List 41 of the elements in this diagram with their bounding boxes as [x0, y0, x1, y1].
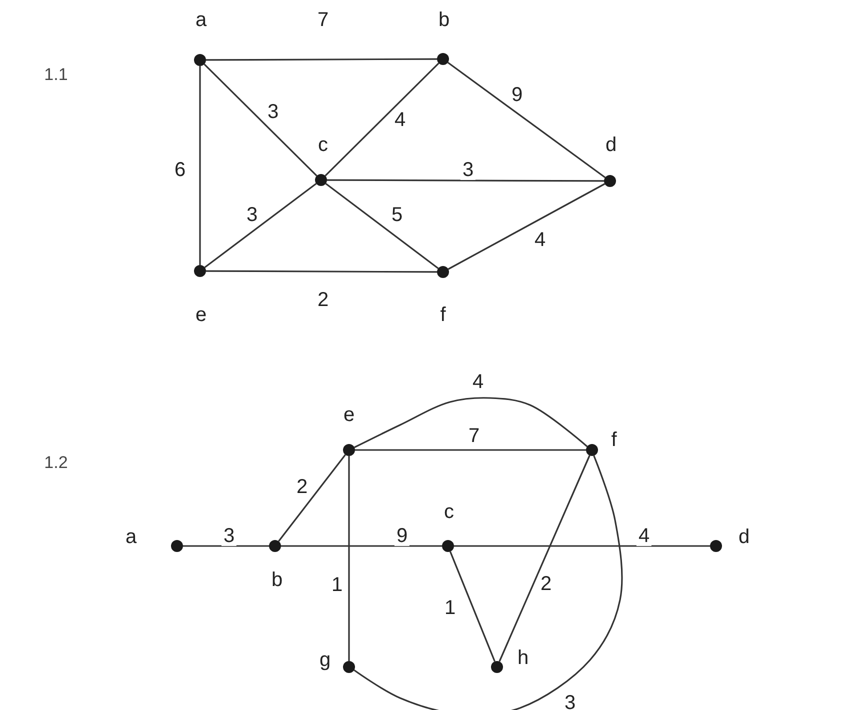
graph-edge	[204, 64, 318, 176]
vertex-label: c	[444, 502, 454, 522]
edge-label: 3	[562, 693, 578, 710]
edge-label: 4	[636, 526, 652, 546]
vertex-label: a	[125, 527, 137, 547]
graph-edge	[454, 545, 710, 547]
graph-edge	[281, 545, 442, 547]
graph-edge	[324, 62, 440, 176]
graph-edge	[206, 270, 437, 273]
graph-edge	[183, 545, 269, 547]
vertex-label: b	[438, 10, 450, 30]
vertex-label: g	[319, 650, 331, 670]
vertex-label: d	[605, 135, 617, 155]
graph-edge	[199, 66, 201, 265]
graph-edge	[355, 449, 586, 451]
edge-label: 3	[460, 160, 476, 180]
vertex-label: e	[343, 405, 355, 425]
graph-edge	[278, 454, 346, 542]
section-number: 1.2	[44, 453, 68, 473]
graph-edge	[327, 179, 604, 182]
graph-edge	[450, 551, 496, 662]
vertex-label: b	[271, 570, 283, 590]
graph-edge	[354, 455, 623, 710]
graph-edge	[354, 397, 588, 448]
vertex-label: f	[440, 305, 446, 325]
graph-edge	[498, 455, 590, 662]
section-number: 1.1	[44, 65, 68, 85]
edge-label: 3	[221, 526, 237, 546]
graph-edge	[348, 456, 350, 661]
vertex-label: f	[611, 430, 617, 450]
graph-edge	[325, 182, 439, 270]
vertex-label: c	[318, 135, 328, 155]
vertex-label: a	[195, 10, 207, 30]
graph-edge	[204, 182, 317, 268]
graph-edge	[447, 62, 606, 178]
vertex-label: e	[195, 305, 207, 325]
vertex-label: d	[738, 527, 750, 547]
vertex-label: h	[517, 648, 529, 668]
edge-label: 9	[394, 526, 410, 546]
graph-edge	[448, 183, 606, 270]
graph-edge	[206, 58, 437, 61]
